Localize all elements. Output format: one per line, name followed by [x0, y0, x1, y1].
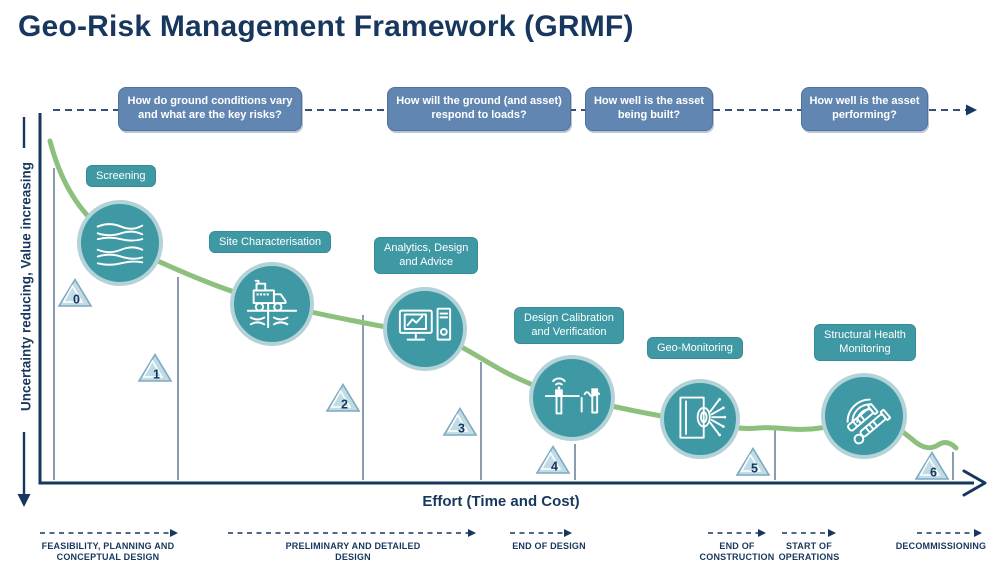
- question-box-asset-performing: How well is the asset performing?: [801, 87, 928, 131]
- stage-node-analytics-design-advice: [383, 287, 467, 371]
- milestone-triangle-6: 6: [914, 450, 950, 480]
- milestone-triangle-5: 5: [735, 446, 771, 476]
- strain-gauge-icon: [846, 398, 891, 445]
- stage-label-geo-monitoring: Geo-Monitoring: [647, 337, 743, 360]
- phase-label-decommissioning: DECOMMISSIONING: [895, 541, 987, 551]
- svg-text:4: 4: [551, 460, 558, 474]
- milestone-triangle-0: 0: [57, 277, 93, 307]
- stage-node-site-characterisation: [230, 262, 314, 346]
- uncertainty-curve: [47, 138, 959, 451]
- stage-label-structural-health-monitoring: Structural Health Monitoring: [814, 324, 916, 361]
- chart-axes: [38, 113, 987, 497]
- question-box-asset-built: How well is the asset being built?: [585, 87, 713, 131]
- question-text: How well is the asset performing?: [809, 95, 920, 121]
- instrumented-piles-icon: [544, 377, 601, 415]
- y-axis-arrow: [17, 117, 31, 507]
- y-axis-label: Uncertainty reducing, Value increasing: [18, 161, 34, 412]
- stage-node-design-calibration: [529, 355, 615, 441]
- stage-label-design-calibration: Design Calibration and Verification: [514, 307, 624, 344]
- phase-label-start-of-operations: START OF OPERATIONS: [778, 541, 840, 562]
- question-text: How do ground conditions vary and what a…: [127, 95, 293, 121]
- question-text: How well is the asset being built?: [593, 95, 705, 121]
- question-text: How will the ground (and asset) respond …: [396, 95, 562, 121]
- stage-label-site-characterisation: Site Characterisation: [209, 231, 332, 254]
- stage-label-analytics-design-advice: Analytics, Design and Advice: [374, 237, 479, 274]
- stage-node-structural-health-monitoring: [821, 373, 907, 459]
- phase-divider-lines: [53, 168, 954, 480]
- milestone-triangle-4: 4: [535, 444, 571, 474]
- milestone-triangle-3: 3: [442, 406, 478, 436]
- phase-label-preliminary-detailed-design: PRELIMINARY AND DETAILED DESIGN: [285, 541, 421, 562]
- phase-label-end-of-construction: END OF CONSTRUCTION: [699, 541, 775, 562]
- stage-node-screening: [77, 200, 163, 286]
- phase-arrowheads: [170, 529, 982, 537]
- svg-text:6: 6: [930, 466, 937, 480]
- svg-text:1: 1: [153, 368, 160, 382]
- sensor-scan-icon: [679, 396, 727, 439]
- question-box-ground-response: How will the ground (and asset) respond …: [387, 87, 571, 131]
- stage-node-geo-monitoring: [660, 379, 740, 459]
- question-box-ground-conditions: How do ground conditions vary and what a…: [118, 87, 302, 131]
- phase-label-end-of-design: END OF DESIGN: [512, 541, 586, 551]
- svg-text:3: 3: [458, 422, 465, 436]
- computer-analytics-icon: [398, 307, 452, 341]
- milestone-triangle-2: 2: [325, 382, 361, 412]
- drill-rig-truck-icon: [246, 279, 298, 329]
- x-axis-label: Effort (Time and Cost): [422, 493, 580, 510]
- milestone-triangle-1: 1: [137, 352, 173, 382]
- stage-label-screening: Screening: [86, 165, 156, 188]
- svg-text:5: 5: [751, 462, 758, 476]
- svg-text:0: 0: [73, 293, 80, 307]
- phase-label-feasibility: FEASIBILITY, PLANNING AND CONCEPTUAL DES…: [41, 541, 175, 562]
- page-title: Geo-Risk Management Framework (GRMF): [18, 10, 634, 43]
- ground-layers-icon: [96, 223, 144, 266]
- svg-text:2: 2: [341, 398, 348, 412]
